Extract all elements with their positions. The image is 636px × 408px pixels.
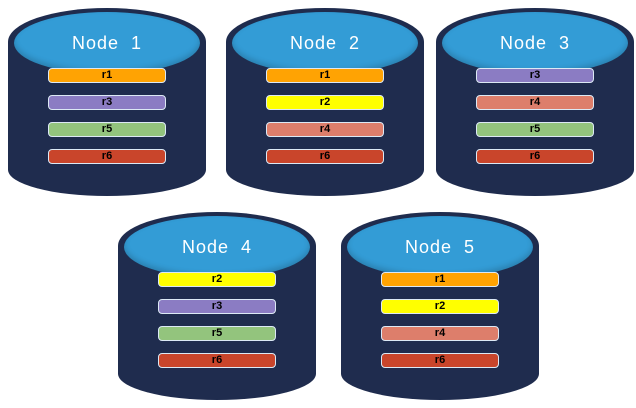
replica-bar: r5 (48, 122, 166, 137)
replica-bar: r4 (476, 95, 594, 110)
cylinder-top-ellipse (124, 216, 310, 278)
replica-list: r1 r3 r5 r6 (8, 68, 206, 164)
database-node: Node 3 r3 r4 r5 r6 (436, 8, 634, 196)
replica-bar: r6 (381, 353, 499, 368)
replica-bar: r5 (476, 122, 594, 137)
replica-bar: r4 (381, 326, 499, 341)
replica-bar: r4 (266, 122, 384, 137)
replica-bar: r1 (266, 68, 384, 83)
replica-bar: r6 (266, 149, 384, 164)
node-title: Node 2 (289, 32, 361, 53)
replica-bar: r3 (48, 95, 166, 110)
replica-bar: r2 (158, 272, 276, 287)
replica-bar: r2 (381, 299, 499, 314)
node-title: Node 1 (71, 32, 143, 53)
replica-list: r2 r3 r5 r6 (118, 272, 316, 368)
database-node: Node 5 r1 r2 r4 r6 (341, 212, 539, 400)
database-node: Node 4 r2 r3 r5 r6 (118, 212, 316, 400)
node-title: Node 5 (404, 236, 476, 257)
replica-bar: r1 (48, 68, 166, 83)
replica-bar: r3 (476, 68, 594, 83)
node-title: Node 3 (499, 32, 571, 53)
replica-list: r1 r2 r4 r6 (341, 272, 539, 368)
database-node: Node 1 r1 r3 r5 r6 (8, 8, 206, 196)
database-node: Node 2 r1 r2 r4 r6 (226, 8, 424, 196)
replica-list: r1 r2 r4 r6 (226, 68, 424, 164)
cylinder-top-ellipse (14, 12, 200, 74)
cylinder-top-ellipse (442, 12, 628, 74)
replica-bar: r6 (476, 149, 594, 164)
replica-list: r3 r4 r5 r6 (436, 68, 634, 164)
cylinder-top-ellipse (232, 12, 418, 74)
replica-bar: r5 (158, 326, 276, 341)
replica-bar: r3 (158, 299, 276, 314)
replica-bar: r6 (158, 353, 276, 368)
replica-bar: r6 (48, 149, 166, 164)
replica-bar: r1 (381, 272, 499, 287)
node-title: Node 4 (181, 236, 253, 257)
replica-bar: r2 (266, 95, 384, 110)
cylinder-top-ellipse (347, 216, 533, 278)
